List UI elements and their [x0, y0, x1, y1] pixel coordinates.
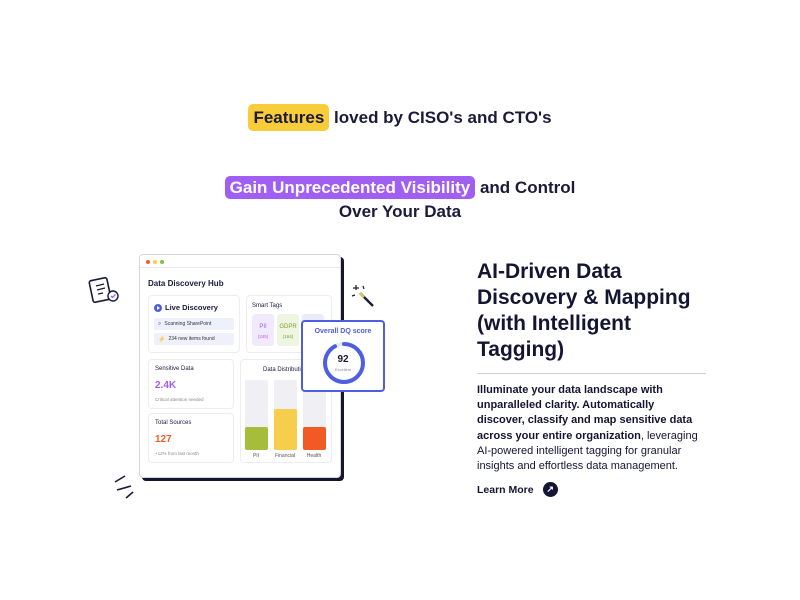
- section-body: Illuminate your data landscape with unpa…: [477, 383, 705, 474]
- sensitive-data-sub: Critical attention needed: [155, 397, 204, 402]
- tag-count: (164): [282, 334, 294, 339]
- smart-tags-title: Smart Tags: [252, 303, 283, 309]
- dq-score-title: Overall DQ score: [314, 328, 372, 335]
- dq-score-value: 92: [337, 354, 349, 365]
- window-controls: [146, 260, 164, 264]
- learn-more-label: Learn More: [477, 483, 534, 496]
- window-dot-green: [160, 260, 164, 264]
- section-divider: [477, 373, 706, 374]
- discovery-item-text: Scanning SharePoint: [164, 321, 212, 327]
- live-discovery-title: Live Discovery: [165, 303, 218, 312]
- live-discovery-card: Live Discovery ⌕ Scanning SharePoint ⚡ 2…: [148, 295, 240, 353]
- bar-track: [303, 380, 326, 450]
- play-icon: [154, 303, 162, 312]
- bar-track: [245, 380, 268, 450]
- dq-score-sub: Excellent: [334, 367, 352, 372]
- bolt-icon: ⚡: [158, 336, 166, 343]
- live-discovery-header: Live Discovery: [154, 303, 218, 312]
- bar-label: Financial: [274, 453, 295, 459]
- dq-gauge-arc: [323, 342, 365, 384]
- tag-name: PII: [259, 324, 267, 330]
- section-title: AI-Driven Data Discovery & Mapping (with…: [477, 260, 691, 361]
- section-body-rest: , leveraging AI-powered intelligent tagg…: [477, 429, 698, 473]
- tag-gdpr: GDPR (164): [277, 314, 299, 346]
- sensitive-data-value: 2.4K: [155, 380, 177, 391]
- tag-count: (245): [257, 334, 269, 339]
- features-heading-rest: loved by CISO's and CTO's: [334, 108, 552, 127]
- bar-financial: [274, 409, 297, 450]
- window-dot-yellow: [153, 260, 157, 264]
- window-title: Data Discovery Hub: [148, 279, 224, 288]
- discovery-item-text: 234 new items found: [168, 336, 215, 342]
- discovery-item: ⌕ Scanning SharePoint: [154, 318, 234, 330]
- tag-pii: PII (245): [252, 314, 274, 346]
- sensitive-data-label: Sensitive Data: [155, 366, 194, 372]
- learn-more-link[interactable]: Learn More ↗: [477, 482, 558, 497]
- bar-pii: [245, 426, 268, 450]
- clipboard-check-icon: [88, 276, 119, 304]
- distribution-title: Data Distribution: [263, 367, 308, 373]
- bar-label: Health: [306, 453, 322, 459]
- window-titlebar-divider: [140, 267, 340, 268]
- arrow-up-right-icon: ↗: [542, 482, 558, 497]
- visibility-heading-rest: and Control: [479, 178, 576, 197]
- dq-score-card: Overall DQ score 92 Excellent: [301, 320, 385, 392]
- features-heading: Features loved by CISO's and CTO's: [0, 104, 800, 131]
- section-body-bold: Illuminate your data landscape with unpa…: [477, 384, 693, 442]
- visibility-heading: Gain Unprecedented Visibility and Contro…: [0, 176, 800, 224]
- bar-track: [274, 380, 297, 450]
- total-sources-value: 127: [155, 434, 172, 445]
- sensitive-data-card: Sensitive Data 2.4K Critical attention n…: [148, 359, 234, 409]
- bar-health: [303, 426, 326, 450]
- search-icon: ⌕: [158, 320, 162, 327]
- total-sources-card: Total Sources 127 +12% from last month: [148, 413, 234, 463]
- discovery-item: ⚡ 234 new items found: [154, 333, 234, 345]
- magic-wand-icon: [351, 285, 374, 307]
- window-dot-red: [146, 260, 150, 264]
- tag-name: GDPR: [279, 324, 297, 330]
- total-sources-sub: +12% from last month: [155, 451, 199, 456]
- features-highlight: Features: [248, 104, 330, 131]
- visibility-highlight: Gain Unprecedented Visibility: [224, 176, 476, 199]
- visibility-heading-line2: Over Your Data: [338, 202, 462, 221]
- sparkle-lines-icon: [114, 475, 134, 499]
- total-sources-label: Total Sources: [155, 420, 192, 426]
- dq-gauge: [323, 342, 365, 384]
- bar-label: PII: [252, 453, 260, 459]
